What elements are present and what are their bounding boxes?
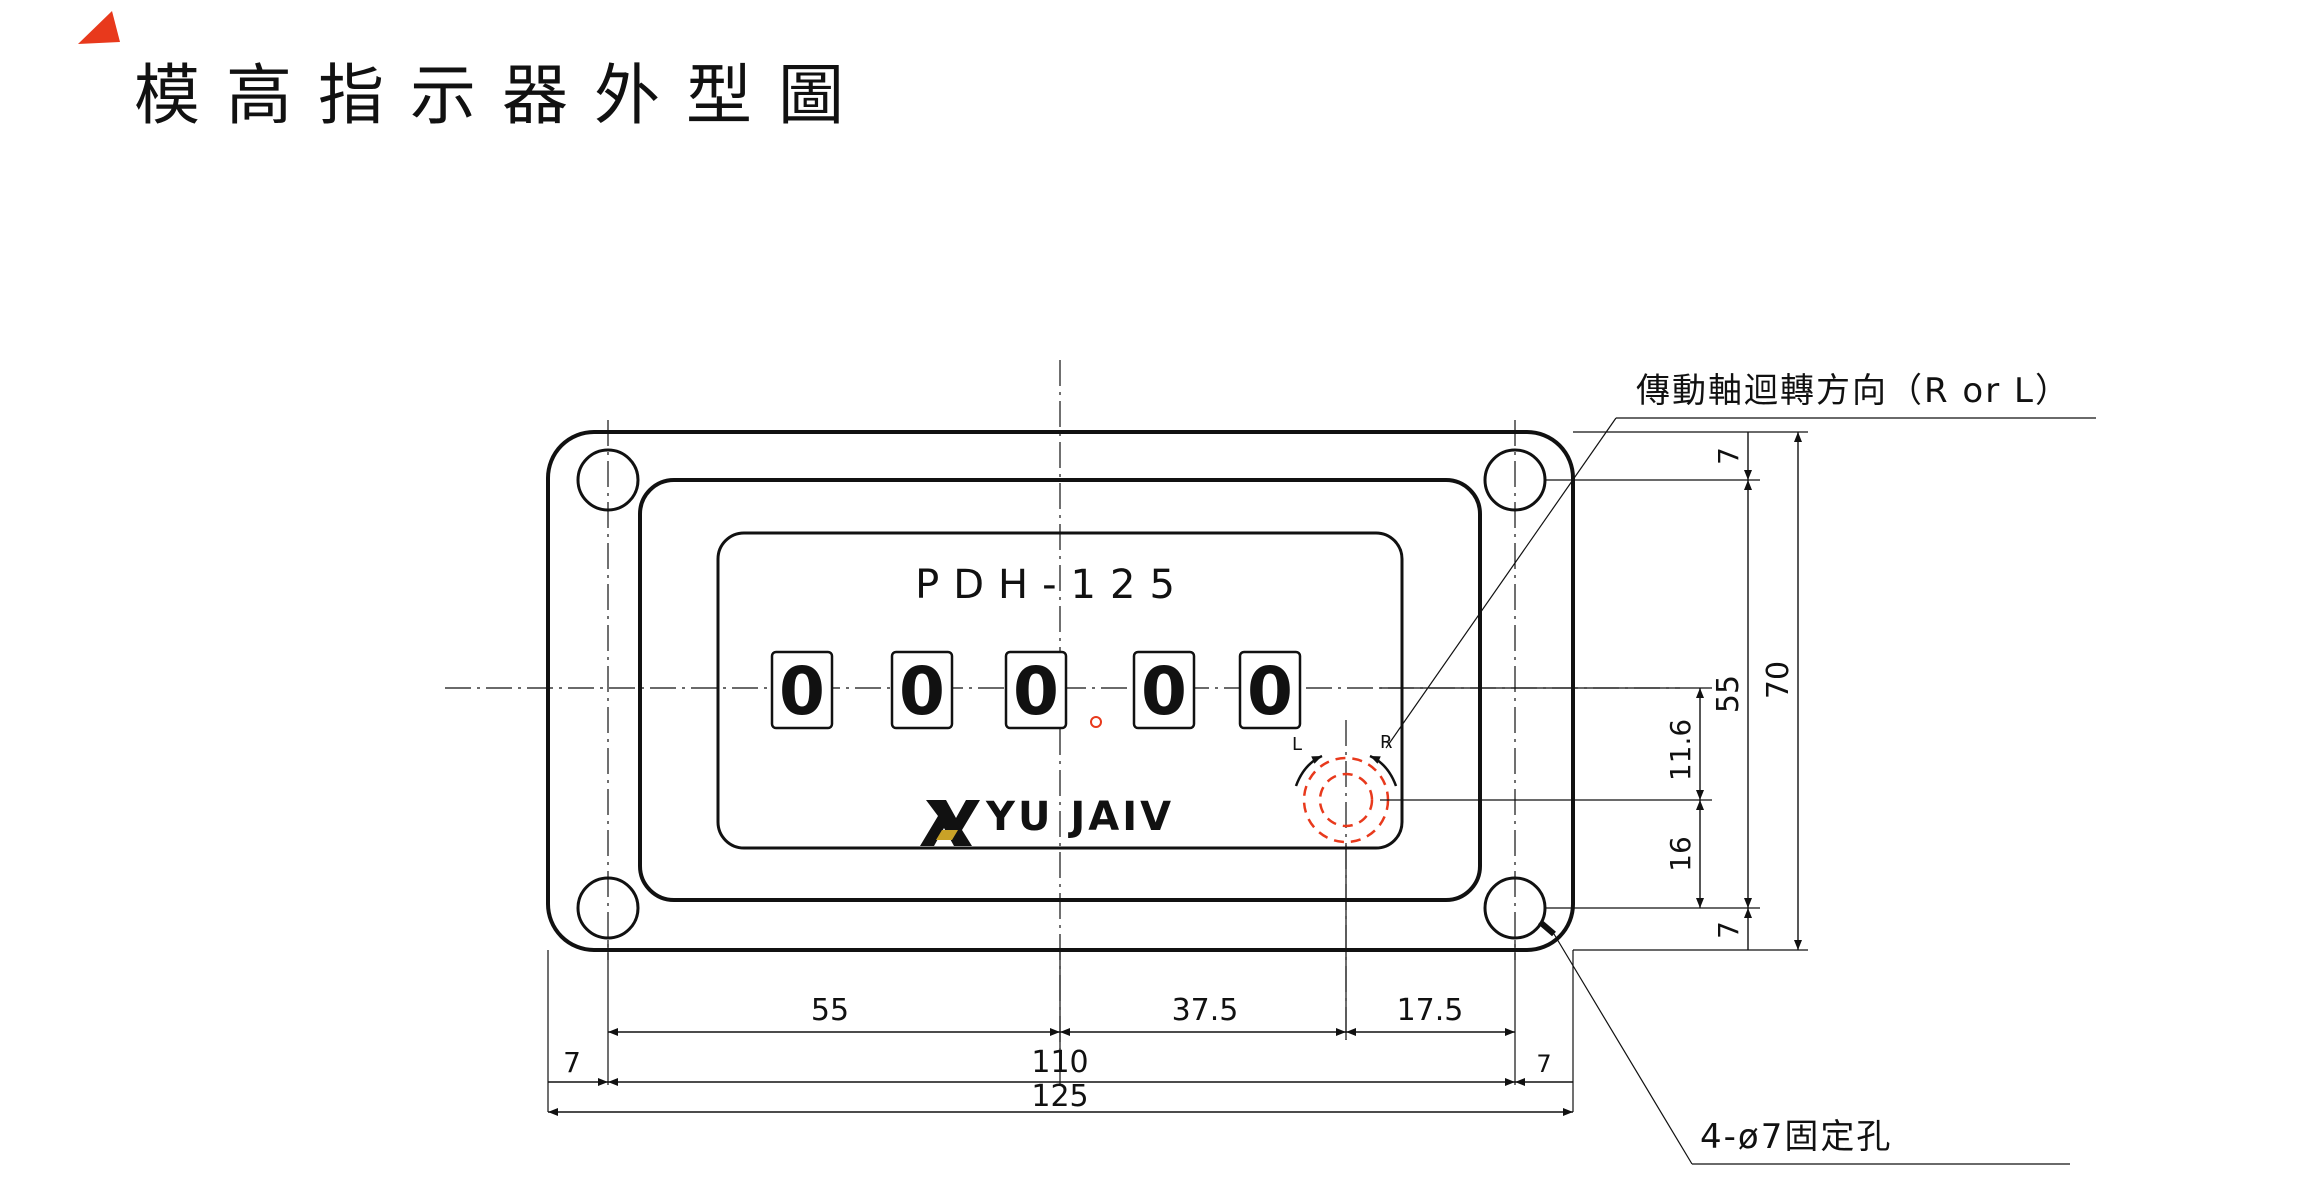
page-title: 模高指示器外型圖 — [134, 57, 870, 134]
rotation-arrows — [1294, 754, 1398, 787]
counter-digit-box: 0 — [1238, 650, 1302, 730]
title-block: 模高指示器外型圖 — [78, 8, 844, 134]
dim-shaft-to-hole-vertical: 16 — [1664, 836, 1697, 872]
dim-bottom-margin: 7 — [1712, 921, 1745, 939]
brand-logo-icon — [920, 800, 980, 846]
counter-digit-box: 0 — [890, 650, 954, 730]
counter-digit: 0 — [1247, 653, 1293, 730]
horizontal-extension-lines — [547, 845, 1574, 1112]
rotation-callout-leader — [1385, 417, 2096, 749]
mounting-holes-leader — [1553, 933, 2070, 1165]
horizontal-dimension-lines — [548, 1028, 1573, 1116]
decimal-point — [1090, 716, 1102, 728]
rotation-right-label: R — [1380, 732, 1393, 753]
dim-overall-width: 125 — [1031, 1079, 1088, 1114]
mounting-holes-leader-arrow-icon — [1538, 919, 1556, 937]
dim-top-margin: 7 — [1712, 447, 1745, 465]
counter-digit: 0 — [899, 653, 945, 730]
accent-triangle-icon — [78, 11, 120, 44]
mounting-hole-bottom-left — [576, 876, 640, 940]
dim-center-to-shaft-vertical: 11.6 — [1664, 719, 1697, 781]
counter-digit-box: 0 — [1004, 650, 1068, 730]
dim-overall-height: 70 — [1761, 661, 1796, 699]
rotation-direction-callout: 傳動軸迴轉方向（R or L） — [1636, 371, 2071, 411]
bezel — [638, 478, 1482, 902]
dim-hole-spacing-vertical: 55 — [1711, 675, 1746, 713]
mounting-hole-top-left — [576, 448, 640, 512]
dim-hole-spacing-horizontal: 110 — [1031, 1045, 1088, 1080]
display-window — [716, 531, 1404, 850]
vertical-extension-lines — [1380, 431, 1808, 951]
dim-right-margin: 7 — [1536, 1050, 1551, 1078]
counter: 0 0 0 0 0 — [770, 650, 1302, 730]
counter-digit: 0 — [779, 653, 825, 730]
vertical-dimension-lines — [1696, 432, 1802, 950]
model-label: PDH-125 — [915, 562, 1189, 608]
counter-digit: 0 — [1013, 653, 1059, 730]
dim-left-to-center: 55 — [811, 993, 849, 1028]
counter-digit-box: 0 — [1132, 650, 1196, 730]
counter-digit: 0 — [1141, 653, 1187, 730]
rotation-left-label: L — [1292, 734, 1302, 755]
dim-left-margin: 7 — [563, 1046, 581, 1079]
counter-digit-box: 0 — [770, 650, 834, 730]
dim-shaft-to-hole: 17.5 — [1397, 993, 1464, 1028]
dim-center-to-shaft: 37.5 — [1172, 993, 1239, 1028]
brand-name: YU JAIV — [985, 794, 1174, 840]
mounting-holes-callout: 4-ø7固定孔 — [1700, 1117, 1892, 1157]
